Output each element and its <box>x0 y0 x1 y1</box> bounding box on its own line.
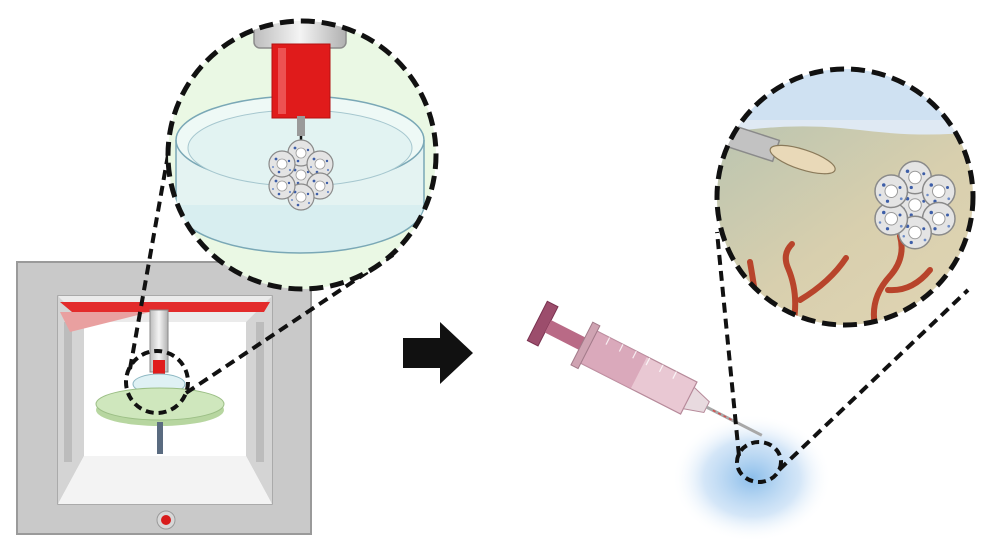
syringe-hub <box>682 386 710 414</box>
injection-focus-circle <box>735 440 783 484</box>
zoom-nozzle-tip <box>297 116 305 136</box>
tissue-zoom-connectors <box>715 231 970 472</box>
syringe-icon <box>526 300 763 437</box>
printer-gantry-shade <box>60 312 150 332</box>
syringe-contents <box>577 329 648 389</box>
right-arrow-icon <box>403 322 473 384</box>
injection-site <box>672 414 832 542</box>
tissue-implant-icon <box>714 66 976 328</box>
print-focus-circle <box>124 349 190 415</box>
printer-rail-right <box>256 322 264 462</box>
printer-gantry <box>60 302 270 312</box>
syringe-flange <box>570 321 601 370</box>
tissue-surface-glow <box>717 69 973 120</box>
printer-rail-left <box>64 322 72 462</box>
printer-power-light <box>161 515 171 525</box>
syringe-plunger-rod <box>544 320 589 352</box>
print-zoom-circle <box>165 18 439 292</box>
3d-bioprinter-icon <box>16 261 312 535</box>
print-zoom-connectors <box>128 154 395 395</box>
injection-glow <box>672 414 832 542</box>
printer-platform <box>95 387 225 421</box>
printer-floor <box>58 456 272 504</box>
petri-dish-scaffold-icon <box>165 18 439 292</box>
tissue-zoom-circle <box>714 66 976 328</box>
printer-platform-shaft <box>157 422 163 454</box>
tissue-layer <box>717 126 973 325</box>
